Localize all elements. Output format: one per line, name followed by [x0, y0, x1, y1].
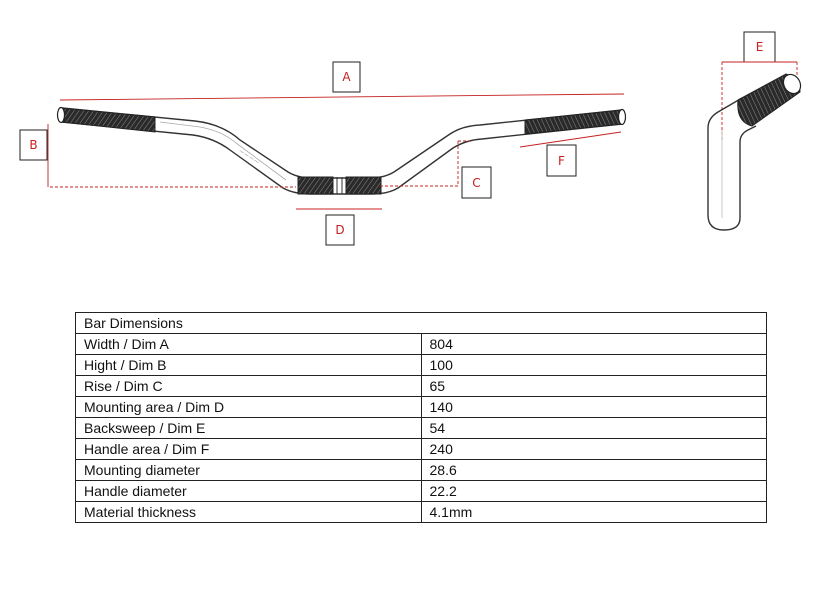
dim-a-line: [59, 93, 625, 101]
center-knurl-right: [345, 176, 382, 195]
label-d: D: [335, 223, 344, 237]
dimension-label: Material thickness: [75, 501, 422, 523]
label-box-f: F: [546, 144, 577, 177]
handlebar-diagram: ~~~~ A B C: [19, 31, 802, 246]
label-e: E: [756, 40, 764, 54]
label-box-a: A: [332, 61, 361, 93]
side-tube-bottom: [707, 214, 741, 231]
dimension-value: 100: [420, 354, 767, 376]
label-box-d: D: [325, 214, 355, 246]
right-bar-end: [617, 108, 627, 126]
dimension-label: Mounting diameter: [75, 459, 422, 481]
dimension-label: Handle area / Dim F: [75, 438, 422, 460]
label-c: C: [472, 176, 480, 190]
dimension-label: Mounting area / Dim D: [75, 396, 422, 418]
left-grip-knurl: [61, 107, 156, 133]
dimension-lines: [47, 93, 625, 210]
dimension-value: 54: [420, 417, 767, 439]
dimension-label: Width / Dim A: [75, 333, 422, 355]
bar-tube-top-edge: [61, 107, 623, 179]
label-b: B: [29, 138, 37, 152]
handlebar-side-view: [707, 61, 802, 231]
side-bar-end: [782, 73, 802, 95]
dimension-label: Handle diameter: [75, 480, 422, 502]
dimension-value: 22.2: [420, 480, 767, 502]
label-box-c: C: [461, 166, 492, 199]
dimension-value: 240: [420, 438, 767, 460]
label-box-e: E: [743, 31, 776, 63]
dimension-labels: A B C D F E: [19, 31, 776, 246]
bar-tube-centerline: [159, 121, 287, 181]
table-title-row: Bar Dimensions: [75, 312, 767, 334]
bar-tube-bottom-edge: [61, 121, 623, 195]
left-bar-end: [56, 106, 66, 124]
center-knurl-left: [297, 176, 334, 195]
dimension-label: Hight / Dim B: [75, 354, 422, 376]
dimension-value: 804: [420, 333, 767, 355]
label-a: A: [342, 70, 351, 84]
dim-f-line: [519, 131, 622, 148]
table-title: Bar Dimensions: [75, 312, 767, 334]
dimension-value: 65: [420, 375, 767, 397]
handlebar-front-view: ~~~~: [56, 106, 627, 195]
label-box-b: B: [19, 129, 48, 161]
label-f: F: [558, 154, 565, 168]
dimension-value: 28.6: [420, 459, 767, 481]
right-grip-knurl: [524, 109, 623, 135]
dimension-label: Rise / Dim C: [75, 375, 422, 397]
side-tube-outline: [707, 97, 757, 218]
dimension-label: Backsweep / Dim E: [75, 417, 422, 439]
dimension-value: 4.1mm: [420, 501, 767, 523]
dimension-value: 140: [420, 396, 767, 418]
